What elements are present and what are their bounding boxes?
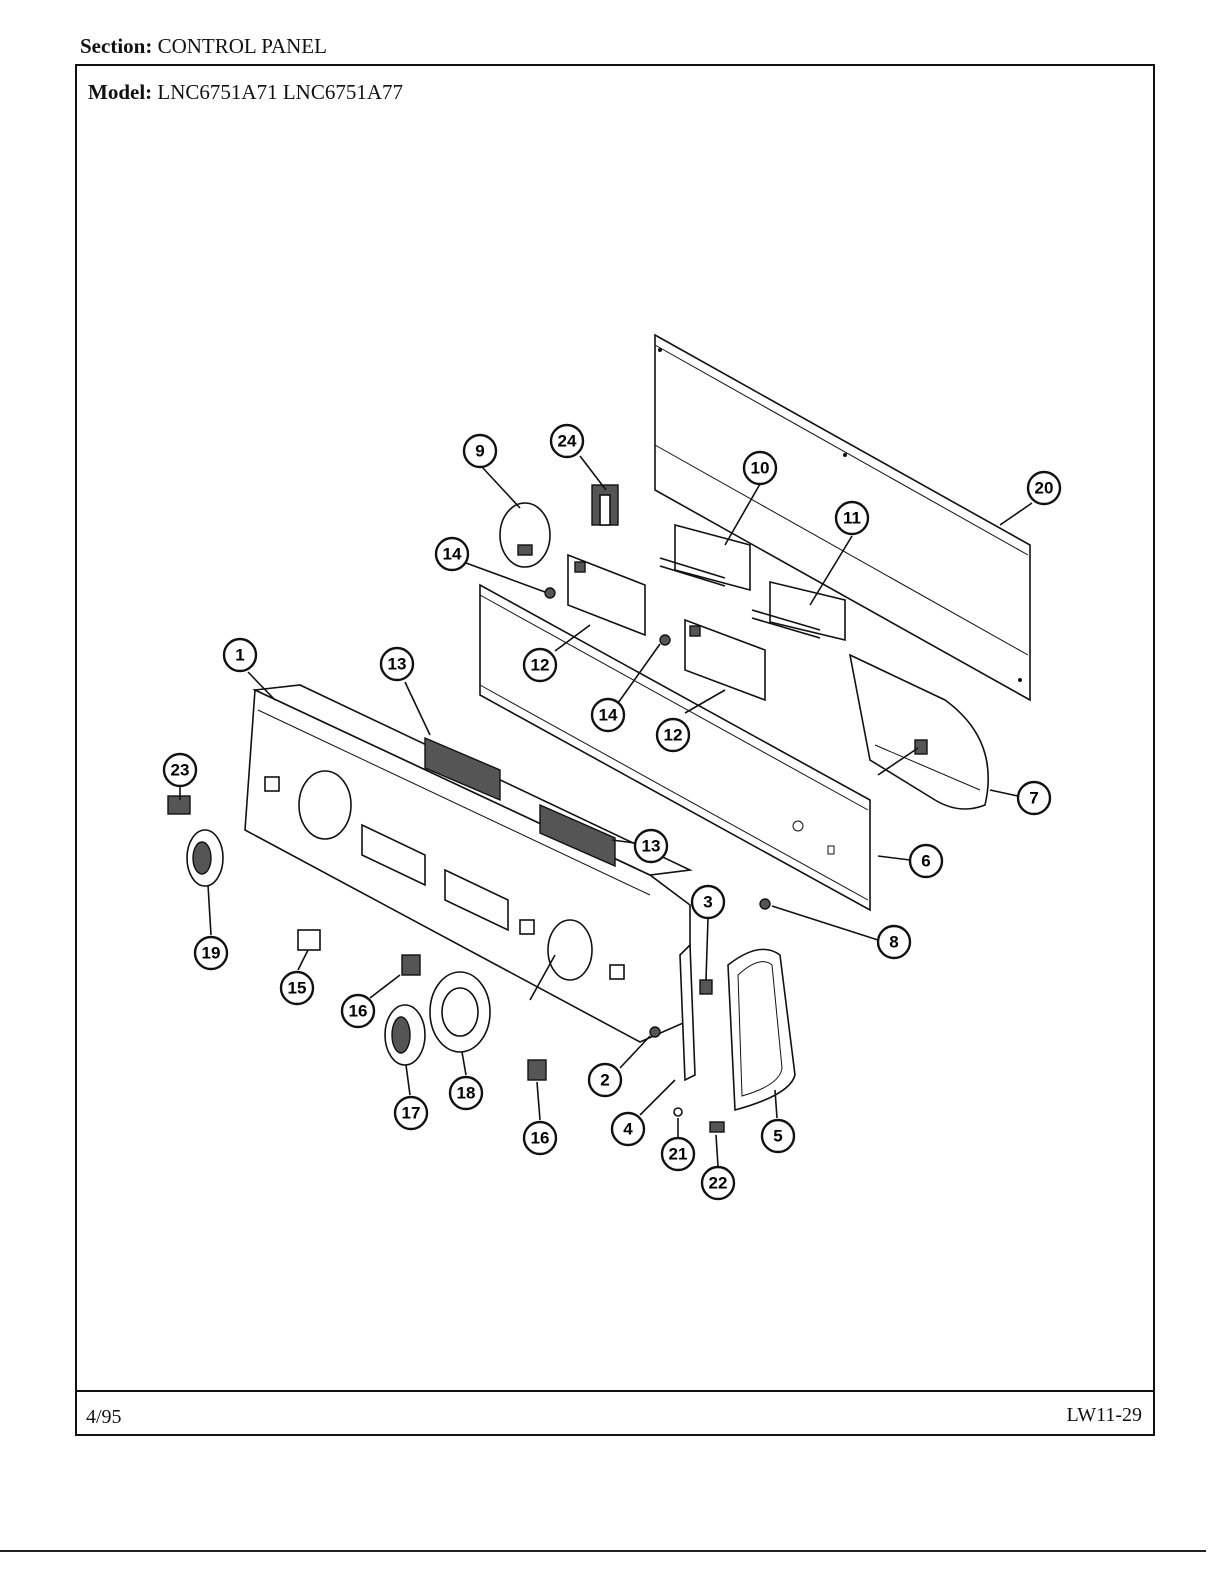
section-value: CONTROL PANEL xyxy=(157,34,327,58)
callout-11: 11 xyxy=(834,500,870,536)
callout-16a-label: 16 xyxy=(349,1002,368,1021)
callout-9: 9 xyxy=(462,433,498,469)
bracket-part-4 xyxy=(679,943,696,1082)
callout-22: 22 xyxy=(700,1165,736,1201)
bracket-part-12b xyxy=(684,618,766,702)
knob-part-17 xyxy=(384,1004,426,1066)
shroud-part xyxy=(848,653,989,810)
section-label: Section: xyxy=(80,34,153,58)
callout-12a-label: 12 xyxy=(531,656,550,675)
callout-24: 24 xyxy=(549,423,585,459)
callout-21-label: 21 xyxy=(669,1145,688,1164)
callout-7: 7 xyxy=(1016,780,1052,816)
knob-part-15 xyxy=(297,929,321,951)
footer-date: 4/95 xyxy=(86,1406,122,1428)
callout-16a: 16 xyxy=(340,993,376,1029)
callout-3: 3 xyxy=(690,884,726,920)
screw-part-2 xyxy=(649,1026,661,1038)
model-value: LNC6751A71 LNC6751A77 xyxy=(157,80,403,104)
callout-21: 21 xyxy=(660,1136,696,1172)
clip-part-16b xyxy=(527,1059,547,1081)
callout-4-label: 4 xyxy=(623,1120,633,1139)
clip-part-22 xyxy=(709,1121,725,1133)
callout-17: 17 xyxy=(393,1095,429,1131)
end-cap-part-5 xyxy=(727,948,796,1112)
bracket-part-12a xyxy=(567,553,646,637)
callout-1-label: 1 xyxy=(235,646,244,665)
callout-20-label: 20 xyxy=(1035,479,1054,498)
callout-11-label: 11 xyxy=(843,509,861,528)
switch-part-24 xyxy=(591,484,619,526)
callout-18: 18 xyxy=(448,1075,484,1111)
switch-part-10 xyxy=(659,523,751,592)
section-heading: Section: CONTROL PANEL xyxy=(80,34,327,59)
callout-8: 8 xyxy=(876,924,912,960)
callout-1: 1 xyxy=(222,637,258,673)
callout-2: 2 xyxy=(587,1062,623,1098)
model-heading: Model: LNC6751A71 LNC6751A77 xyxy=(88,80,403,105)
callout-10: 10 xyxy=(742,450,778,486)
callout-24-label: 24 xyxy=(558,432,577,451)
switch-part-11 xyxy=(751,580,846,642)
callout-13b-label: 13 xyxy=(642,837,661,856)
callout-13a-label: 13 xyxy=(388,655,407,674)
callout-7-label: 7 xyxy=(1029,789,1038,808)
display-lens-13b xyxy=(539,803,616,868)
display-lens-13a xyxy=(424,736,501,802)
callout-18-label: 18 xyxy=(457,1084,476,1103)
clip-part-3 xyxy=(699,979,713,995)
callout-13b: 13 xyxy=(633,828,669,864)
callout-14b: 14 xyxy=(590,697,626,733)
callout-17-label: 17 xyxy=(402,1104,421,1123)
screw-part-8 xyxy=(759,898,771,910)
callout-22-label: 22 xyxy=(709,1174,728,1193)
callout-5: 5 xyxy=(760,1118,796,1154)
clip-part-16a xyxy=(401,954,421,976)
callout-3-label: 3 xyxy=(703,893,712,912)
bottom-rule xyxy=(0,1550,1206,1552)
callout-23: 23 xyxy=(162,752,198,788)
leader-lines xyxy=(179,455,1033,1167)
callout-13a: 13 xyxy=(379,646,415,682)
screw-part-14a xyxy=(544,587,556,599)
callout-23-label: 23 xyxy=(171,761,190,780)
callout-14a-label: 14 xyxy=(443,545,462,564)
callout-14a: 14 xyxy=(434,536,470,572)
callout-9-label: 9 xyxy=(475,442,484,461)
timer-part-9 xyxy=(499,502,551,568)
callout-12b: 12 xyxy=(655,717,691,753)
callout-2-label: 2 xyxy=(600,1071,609,1090)
callout-19-label: 19 xyxy=(202,944,221,963)
knob-part-19 xyxy=(186,829,224,887)
callout-16b: 16 xyxy=(522,1120,558,1156)
callout-20: 20 xyxy=(1026,470,1062,506)
clip-part-23 xyxy=(167,795,191,815)
callout-6-label: 6 xyxy=(921,852,930,871)
diagram-frame xyxy=(75,64,1155,1436)
callout-4: 4 xyxy=(610,1111,646,1147)
screw-part-21 xyxy=(673,1107,683,1117)
callout-12b-label: 12 xyxy=(664,726,683,745)
screw-part-14b xyxy=(659,634,671,646)
callout-15: 15 xyxy=(279,970,315,1006)
callout-14b-label: 14 xyxy=(599,706,618,725)
callout-16b-label: 16 xyxy=(531,1129,550,1148)
callout-15-label: 15 xyxy=(288,979,307,998)
callout-10-label: 10 xyxy=(751,459,770,478)
callout-19: 19 xyxy=(193,935,229,971)
bezel-part-18 xyxy=(429,971,491,1053)
callout-5-label: 5 xyxy=(773,1127,782,1146)
callout-12a: 12 xyxy=(522,647,558,683)
callout-6: 6 xyxy=(908,843,944,879)
model-label: Model: xyxy=(88,80,153,104)
callout-8-label: 8 xyxy=(889,933,898,952)
footer-divider xyxy=(77,1390,1153,1392)
footer-page-code: LW11-29 xyxy=(1066,1404,1142,1426)
